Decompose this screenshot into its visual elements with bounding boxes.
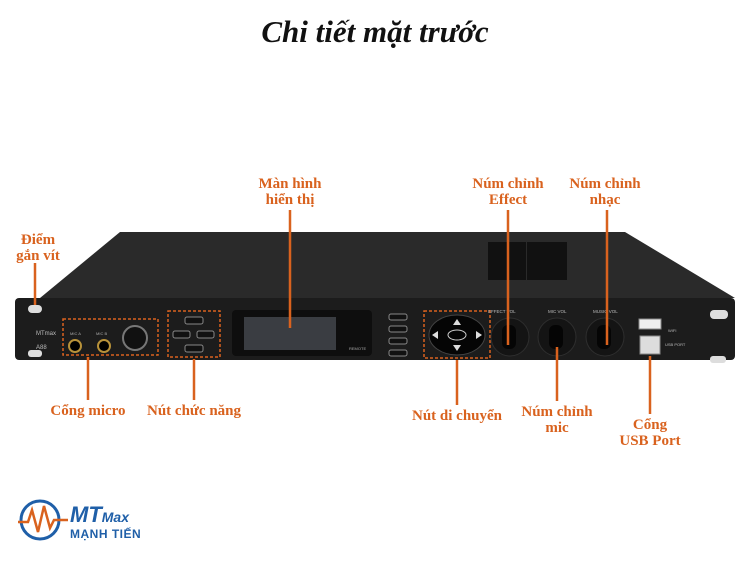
screw-hole bbox=[710, 310, 728, 319]
nav-highlight bbox=[423, 310, 491, 359]
page-title: Chi tiết mặt trước bbox=[261, 14, 489, 49]
screw-hole bbox=[710, 356, 726, 363]
logo-wave-icon bbox=[18, 499, 68, 541]
xlr-jack bbox=[122, 325, 148, 351]
exit-button bbox=[184, 344, 204, 353]
front-panel bbox=[15, 298, 735, 360]
vent-grille bbox=[488, 242, 567, 280]
function-buttons-highlight bbox=[167, 310, 221, 358]
music-knob-shaft bbox=[597, 325, 611, 349]
logo-text: MTMax bbox=[70, 502, 129, 527]
device-top bbox=[40, 232, 735, 298]
brand-logo: MTMax MẠNH TIẾN bbox=[14, 498, 164, 548]
user-buttons bbox=[388, 313, 408, 357]
model-label: A88 bbox=[36, 345, 47, 351]
menu-button bbox=[184, 316, 204, 325]
remote-label: REMOTE bbox=[349, 346, 366, 351]
effect-vol-label: EFFECT VOL bbox=[488, 309, 516, 314]
confirm-button bbox=[447, 329, 467, 341]
input-button bbox=[172, 330, 191, 339]
mic-knob-shaft bbox=[549, 325, 563, 349]
mic-b-label: MIC B bbox=[96, 331, 107, 336]
nav-pad bbox=[428, 314, 486, 356]
mic-highlight bbox=[62, 318, 159, 356]
save-button bbox=[196, 330, 215, 339]
label-nav-buttons: Nút di chuyển bbox=[411, 408, 503, 424]
usb-b-port bbox=[639, 335, 661, 355]
mic-a-label: MIC A bbox=[70, 331, 81, 336]
usb-label: USB PORT bbox=[665, 342, 686, 347]
label-mic-port: Cổng micro bbox=[50, 403, 126, 419]
leader-lines bbox=[33, 210, 652, 414]
usb-a-port bbox=[638, 318, 662, 330]
brand-mark: MTmax bbox=[36, 331, 56, 337]
label-function-buttons: Nút chức năng bbox=[146, 403, 242, 419]
music-vol-label: MUSIC VOL bbox=[593, 309, 618, 314]
wifi-label: WIFI bbox=[668, 328, 676, 333]
mic-a-jack bbox=[68, 339, 82, 353]
mic-vol-label: MIC VOL bbox=[548, 309, 567, 314]
screw-hole bbox=[28, 305, 42, 313]
logo-subtitle: MẠNH TIẾN bbox=[70, 527, 142, 541]
arrow-icons bbox=[432, 319, 482, 351]
mic-b-jack bbox=[97, 339, 111, 353]
screw-hole bbox=[28, 350, 42, 357]
